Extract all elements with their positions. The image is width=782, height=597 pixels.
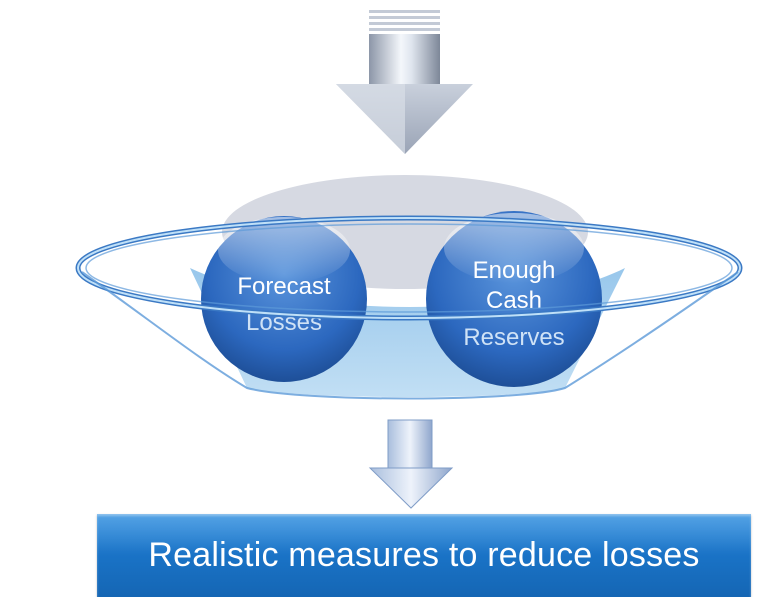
bubble-label-line1: Enough — [473, 257, 556, 284]
bubble-enough-cash-reserves: Enough Cash Reserves — [426, 211, 602, 387]
bubble-label-line1: Forecast — [237, 273, 331, 300]
output-arrow-icon — [368, 419, 454, 509]
result-banner: Realistic measures to reduce losses — [97, 514, 751, 597]
funnel-outline — [81, 271, 739, 400]
result-label: Realistic measures to reduce losses — [148, 536, 700, 574]
bubble-forecast-losses: Forecast Losses — [201, 216, 367, 382]
input-arrow-icon — [336, 10, 473, 154]
bubble-label-line3: Reserves — [463, 324, 564, 351]
funnel-rim — [75, 215, 743, 321]
